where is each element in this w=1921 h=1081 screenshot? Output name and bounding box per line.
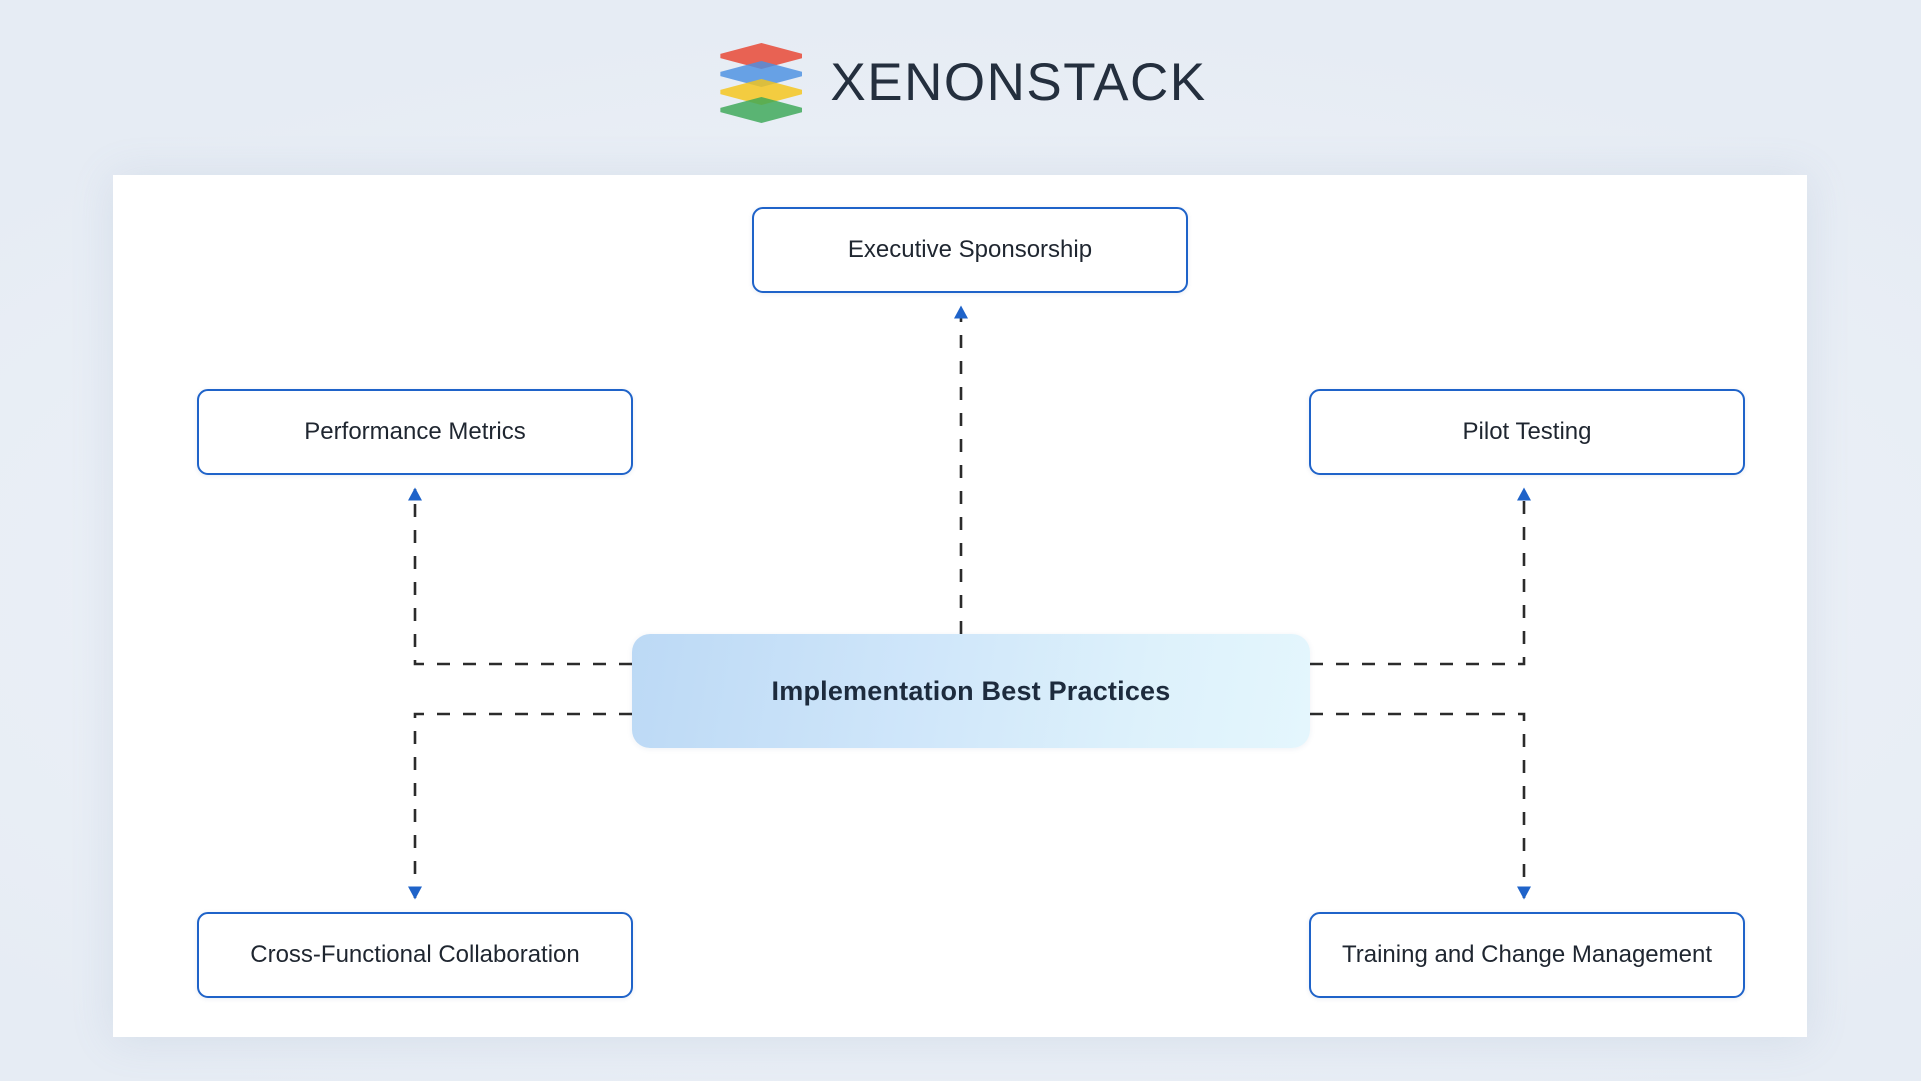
stacked-layers-icon [714, 39, 808, 125]
node-pilot-testing[interactable]: Pilot Testing [1309, 389, 1745, 475]
node-training-and-change-management[interactable]: Training and Change Management [1309, 912, 1745, 998]
brand-name: XENONSTACK [830, 52, 1207, 112]
node-label: Executive Sponsorship [847, 235, 1093, 263]
node-label: Implementation Best Practices [771, 675, 1171, 706]
node-label: Training and Change Management [1341, 940, 1713, 968]
node-label: Pilot Testing [1462, 417, 1592, 445]
logo-layer-green [720, 97, 803, 123]
diagram-card [113, 175, 1807, 1037]
brand-header: XENONSTACK [0, 32, 1921, 132]
node-label: Performance Metrics [304, 417, 526, 445]
node-label: Cross-Functional Collaboration [250, 940, 580, 968]
node-implementation-best-practices[interactable]: Implementation Best Practices [632, 634, 1310, 748]
node-executive-sponsorship[interactable]: Executive Sponsorship [752, 207, 1188, 293]
node-performance-metrics[interactable]: Performance Metrics [197, 389, 633, 475]
node-cross-functional-collaboration[interactable]: Cross-Functional Collaboration [197, 912, 633, 998]
